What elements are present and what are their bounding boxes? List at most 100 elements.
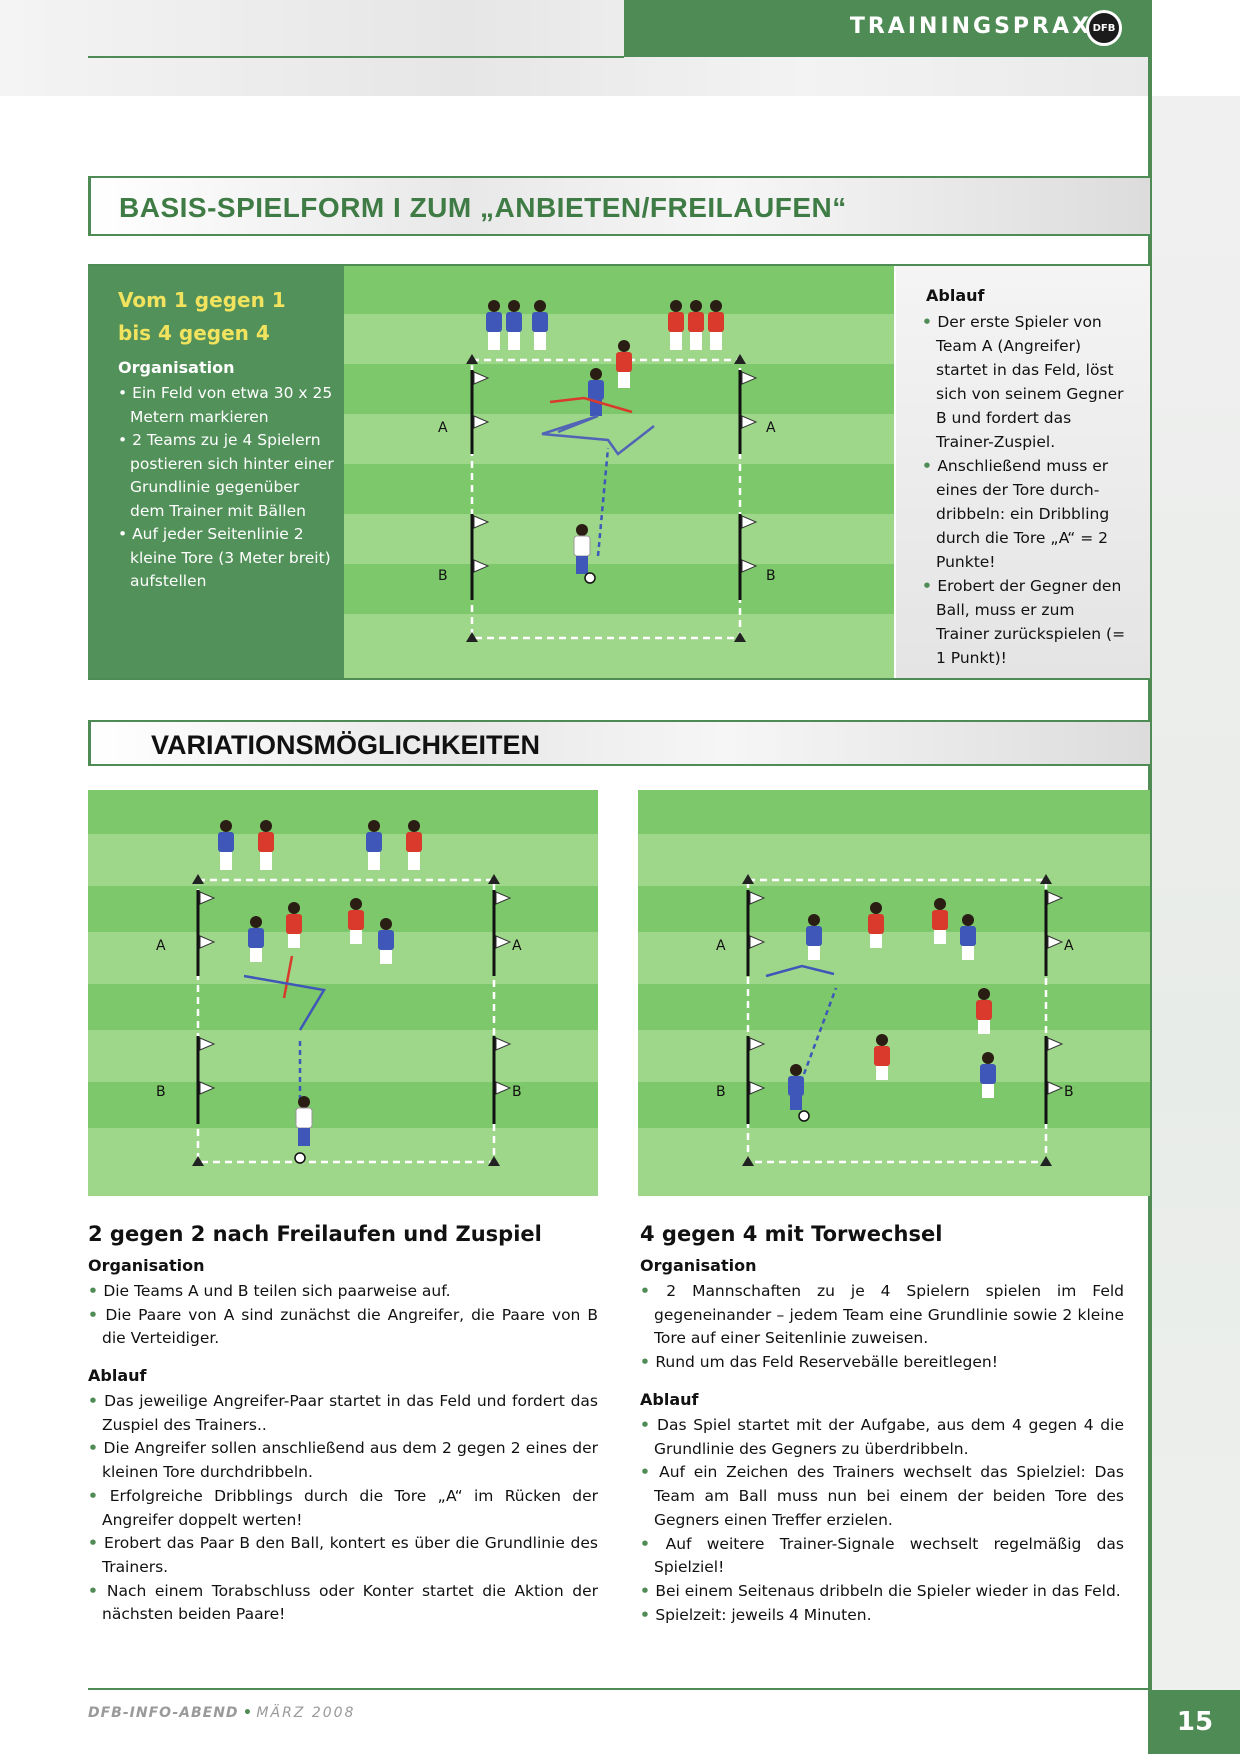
player-blue-icon xyxy=(960,914,976,960)
list-item: Auf jeder Seitenlinie 2 kleine Tore (3 M… xyxy=(118,523,334,594)
goal-label-a-left: A xyxy=(716,938,726,954)
right-rail xyxy=(1148,0,1152,1754)
goal-label-a-left: A xyxy=(438,420,448,436)
goal-label-b-right: B xyxy=(766,568,776,584)
goal-flag-icon xyxy=(196,890,496,1124)
basis-ablauf-panel: Ablauf Der erste Spieler von Team A (Ang… xyxy=(896,264,1150,680)
dfb-logo-icon: DFB xyxy=(1086,10,1122,46)
goal-label-a-right: A xyxy=(512,938,522,954)
player-blue-icon xyxy=(366,820,382,870)
goal-flag-icon xyxy=(470,370,742,600)
player-blue-icon xyxy=(248,916,264,962)
list-item: Das jeweilige Angreifer-Paar startet in … xyxy=(88,1390,598,1437)
organisation-label: Organisation xyxy=(118,358,235,377)
ablauf-list: Der erste Spieler von Team A (Angreifer)… xyxy=(922,310,1130,670)
ball-icon xyxy=(798,1110,810,1122)
player-red-icon xyxy=(874,1034,890,1080)
field-boundary xyxy=(470,358,742,640)
header-bar xyxy=(624,0,1152,57)
player-trainer-icon xyxy=(573,524,591,574)
field-boundary xyxy=(746,878,1048,1164)
organisation-label: Organisation xyxy=(88,1256,205,1275)
flags xyxy=(473,371,758,573)
organisation-list: 2 Mannschaften zu je 4 Spielern spielen … xyxy=(640,1280,1124,1375)
cone-icon xyxy=(466,354,746,642)
player-red-icon xyxy=(406,820,422,870)
player-blue-icon xyxy=(218,820,234,870)
player-blue-icon xyxy=(788,1064,804,1110)
field-svg: A A B B xyxy=(344,264,894,680)
player-blue-icon xyxy=(588,368,604,416)
field-boundary xyxy=(196,878,496,1164)
basis-organisation-panel: Vom 1 gegen 1 bis 4 gegen 4 Organisation… xyxy=(88,264,344,680)
run-arrow-red xyxy=(549,396,633,414)
list-item: Auf ein Zeichen des Trainers wechselt da… xyxy=(640,1461,1124,1532)
player-red-icon xyxy=(348,898,364,944)
list-item: 2 Teams zu je 4 Spielern postieren sich … xyxy=(118,429,334,523)
list-item: Spielzeit: jeweils 4 Minuten. xyxy=(640,1604,1124,1628)
list-item: 2 Mannschaften zu je 4 Spielern spielen … xyxy=(640,1280,1124,1351)
goal-label-b-right: B xyxy=(1064,1084,1074,1100)
cone-icon xyxy=(192,874,500,1166)
list-item: Rund um das Feld Reservebälle bereitlege… xyxy=(640,1351,1124,1375)
pass-arrow xyxy=(596,447,610,557)
player-red-icon xyxy=(286,902,302,948)
list-item: Die Angreifer sollen anschließend aus de… xyxy=(88,1437,598,1484)
variation1-title: 2 gegen 2 nach Freilaufen und Zuspiel xyxy=(88,1222,542,1246)
list-item: Erfolgreiche Dribblings durch die Tore „… xyxy=(88,1485,598,1532)
list-item: Auf weitere Trainer-Signale wechselt reg… xyxy=(640,1533,1124,1580)
player-red-icon xyxy=(976,988,992,1034)
player-red-icon xyxy=(258,820,274,870)
list-item: Bei einem Seitenaus dribbeln die Spieler… xyxy=(640,1580,1124,1604)
player-blue-icon xyxy=(806,914,822,960)
list-item: Anschließend muss er eines der Tore durc… xyxy=(922,454,1130,574)
goal-label-a-right: A xyxy=(1064,938,1074,954)
goal-label-b-left: B xyxy=(716,1084,726,1100)
ball-icon xyxy=(584,572,596,584)
goal-label-b-left: B xyxy=(438,568,448,584)
basis-headline: Vom 1 gegen 1 bis 4 gegen 4 xyxy=(118,288,286,345)
ablauf-list: Das Spiel startet mit der Aufgabe, aus d… xyxy=(640,1414,1124,1627)
player-red-icon xyxy=(868,902,884,948)
section-header-variations: VARIATIONSMÖGLICHKEITEN xyxy=(88,720,1150,766)
basis-field-diagram: A A B B xyxy=(344,264,894,680)
goal-label-a-right: A xyxy=(766,420,776,436)
list-item: Nach einem Torabschluss oder Konter star… xyxy=(88,1580,598,1627)
footer-date: MÄRZ 2008 xyxy=(256,1705,356,1721)
field-svg: A A B B xyxy=(88,790,598,1196)
page-number: 15 xyxy=(1150,1690,1240,1754)
field-svg: A A B B xyxy=(638,790,1150,1196)
header-rule xyxy=(88,56,624,58)
organisation-list: Ein Feld von etwa 30 x 25 Metern markier… xyxy=(118,382,334,594)
player-red-icon xyxy=(668,300,724,350)
footer-brand: DFB-INFO-ABEND xyxy=(88,1705,239,1721)
player-red-icon xyxy=(616,340,632,388)
organisation-label: Organisation xyxy=(640,1256,757,1275)
run-arrow-blue xyxy=(243,974,327,1031)
right-margin-background xyxy=(1152,96,1240,1696)
run-arrow-blue xyxy=(541,414,655,456)
section-header-basis: BASIS-SPIELFORM I ZUM „ANBIETEN/FREILAUF… xyxy=(88,176,1150,236)
footer-separator: • xyxy=(243,1705,252,1721)
list-item: Die Teams A und B teilen sich paarweise … xyxy=(88,1280,598,1304)
goal-flag-icon xyxy=(746,890,1048,1124)
cone-icon xyxy=(742,874,1052,1166)
list-item: Ein Feld von etwa 30 x 25 Metern markier… xyxy=(118,382,334,429)
ball-icon xyxy=(294,1152,306,1164)
grass-stripes xyxy=(344,264,894,680)
variation2-field-diagram: A A B B xyxy=(638,790,1150,1196)
variation2-title: 4 gegen 4 mit Torwechsel xyxy=(640,1222,943,1246)
player-trainer-icon xyxy=(295,1096,313,1146)
basis-bottom-rule xyxy=(88,678,1150,680)
player-blue-icon xyxy=(378,918,394,964)
flags xyxy=(749,891,1064,1095)
pass-arrow xyxy=(802,987,838,1075)
list-item: Erobert der Gegner den Ball, muss er zum… xyxy=(922,574,1130,670)
player-blue-icon xyxy=(486,300,548,350)
footer: DFB-INFO-ABEND • MÄRZ 2008 xyxy=(88,1705,355,1721)
ablauf-label: Ablauf xyxy=(926,286,985,305)
list-item: Erobert das Paar B den Ball, kontert es … xyxy=(88,1532,598,1579)
section-label: TRAININGSPRAXIS xyxy=(849,14,1122,39)
ablauf-label: Ablauf xyxy=(640,1390,699,1409)
organisation-list: Die Teams A und B teilen sich paarweise … xyxy=(88,1280,598,1351)
